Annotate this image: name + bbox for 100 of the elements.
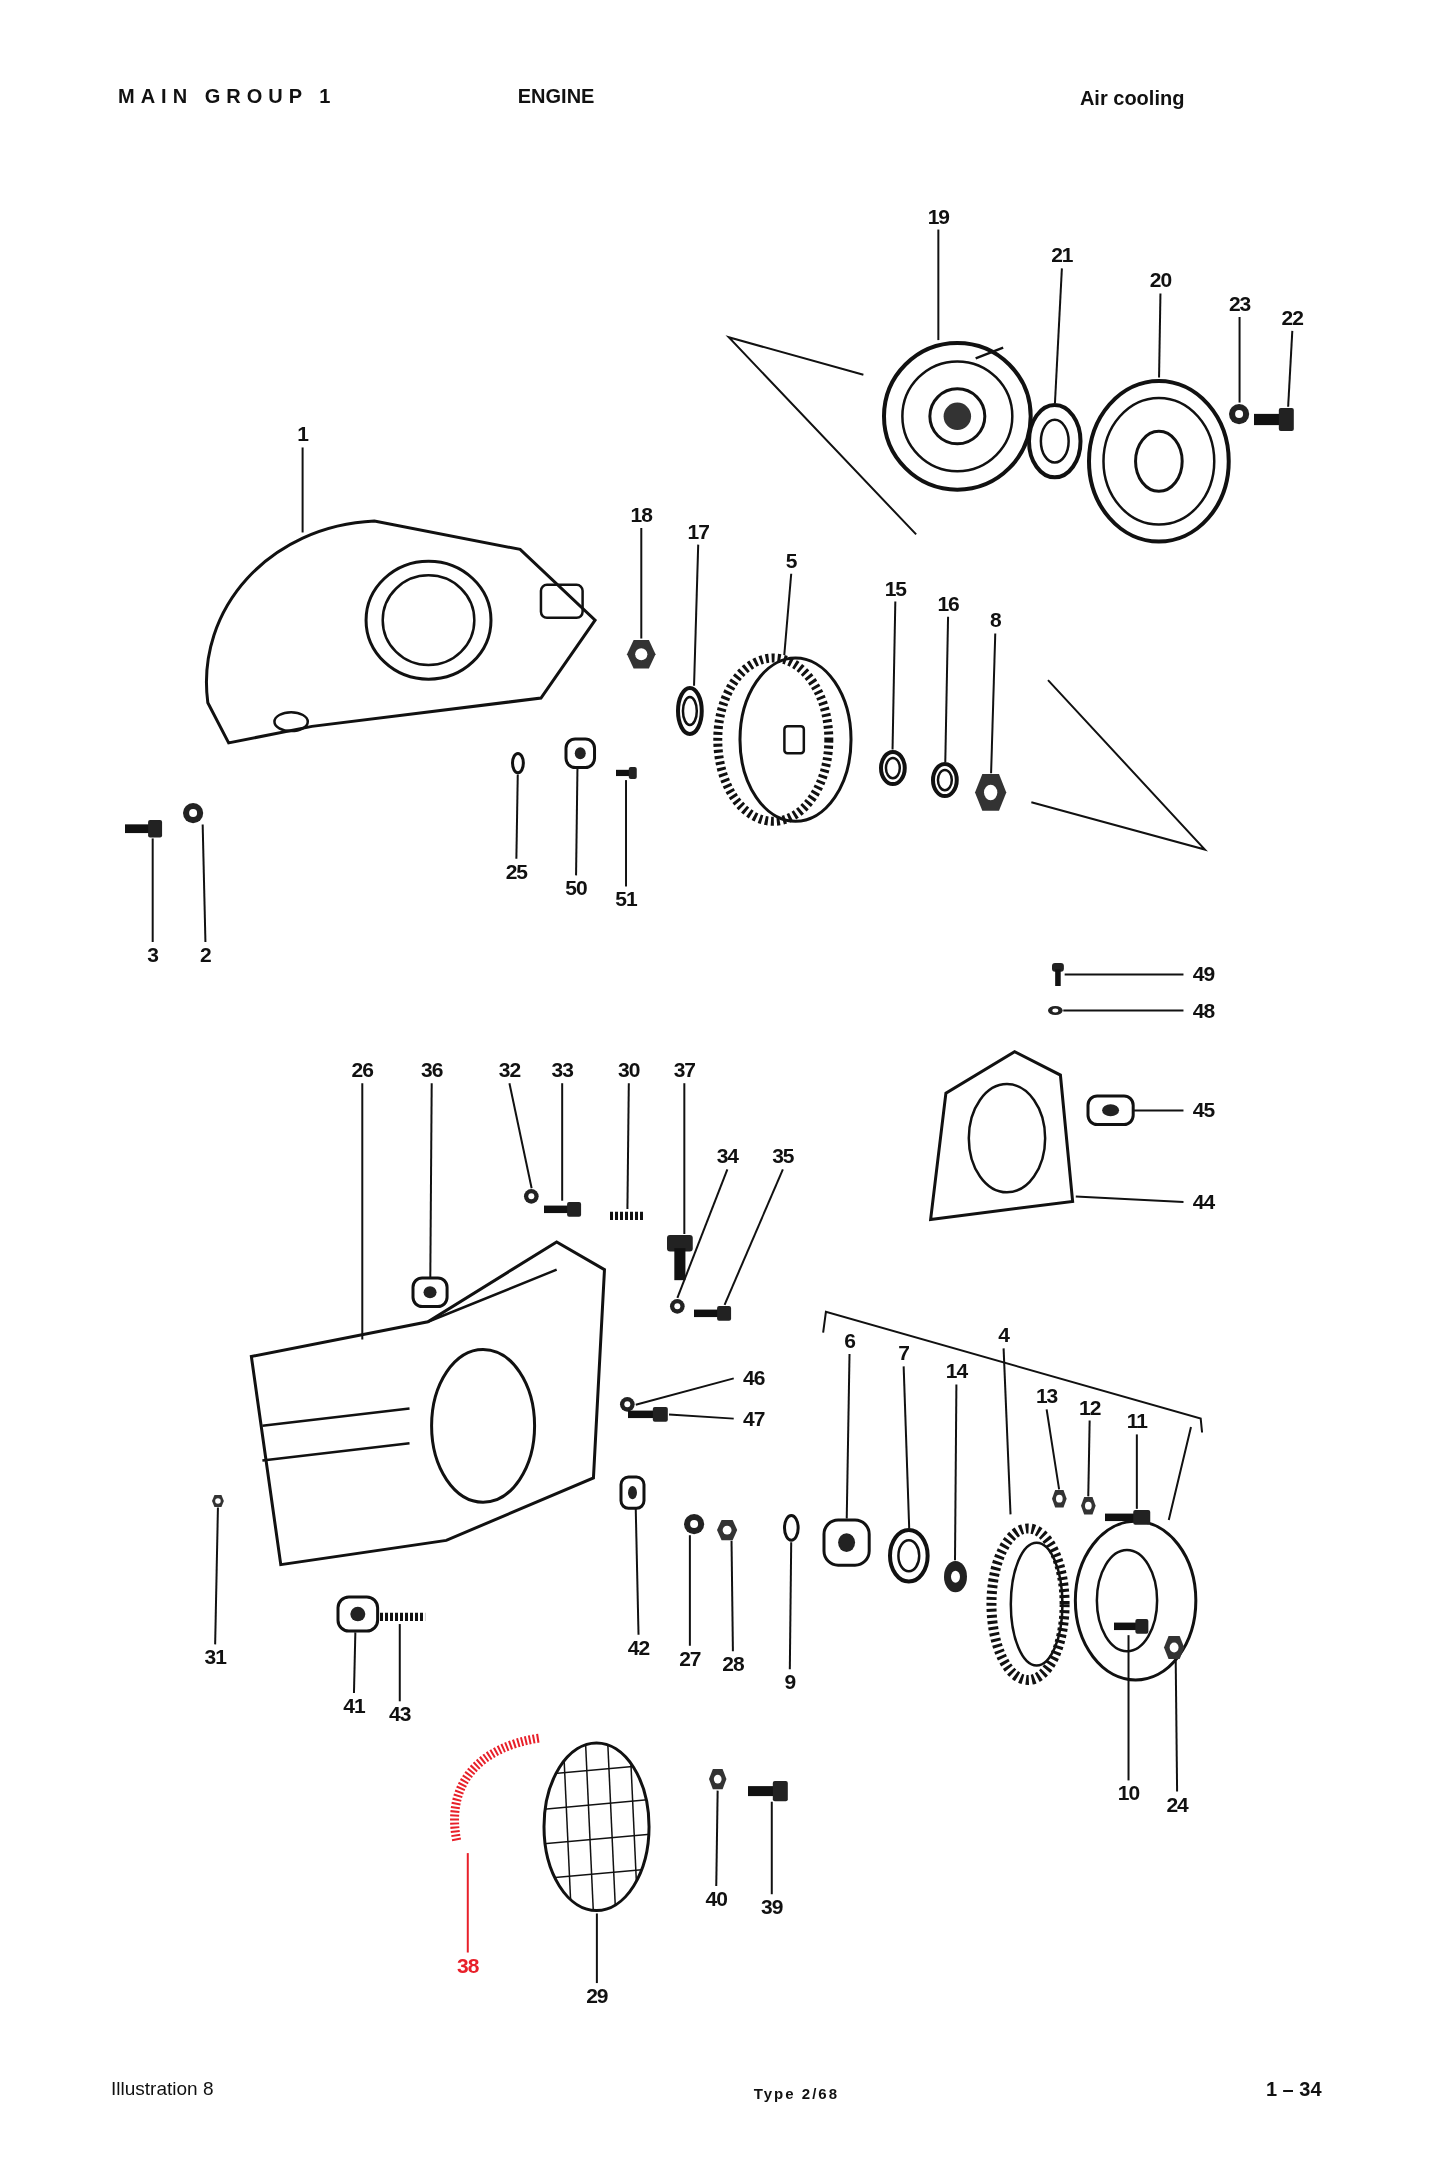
footer-text: Type 2/68 — [753, 2084, 839, 2102]
leader-line — [1174, 1659, 1179, 1793]
callout-number: 35 — [762, 1143, 803, 1170]
leader-line — [466, 1852, 469, 1954]
callout-number: 14 — [936, 1358, 977, 1385]
leader-line — [891, 600, 897, 751]
leader-line — [561, 1082, 564, 1202]
callout-number: 39 — [751, 1894, 792, 1921]
callout-number: 21 — [1041, 242, 1082, 269]
callout-number: 15 — [875, 575, 916, 602]
leader-line — [625, 779, 628, 888]
page-number: 1 – 34 — [1265, 2077, 1322, 2101]
callout-number: 4 — [983, 1322, 1024, 1349]
leader-line — [151, 837, 154, 943]
callout-number: 1 — [282, 421, 323, 448]
callout-number: 28 — [712, 1651, 753, 1678]
leader-line — [1238, 316, 1241, 404]
callout-number: 31 — [195, 1644, 236, 1671]
leader-line — [693, 543, 700, 687]
callout-number: 27 — [669, 1645, 710, 1672]
leader-line — [1287, 329, 1294, 408]
callout-number: 19 — [918, 203, 959, 230]
leader-line — [845, 1352, 851, 1520]
callout-number: 38 — [447, 1952, 488, 1979]
leader-line — [688, 1534, 691, 1647]
header-text: Air cooling — [1079, 87, 1185, 111]
callout-number: 6 — [829, 1327, 870, 1354]
callout-number: 8 — [975, 607, 1016, 634]
leader-line — [301, 446, 304, 534]
leader-line — [668, 1413, 735, 1420]
callout-number: 33 — [542, 1057, 583, 1084]
leader-line — [1133, 1109, 1185, 1112]
leader-line — [902, 1365, 911, 1530]
callout-number: 45 — [1183, 1097, 1224, 1124]
header-text: MAIN GROUP 1 — [118, 84, 337, 108]
callout-number: 51 — [606, 886, 646, 913]
callout-number: 7 — [883, 1340, 924, 1367]
leader-line — [515, 773, 519, 860]
callout-number: 9 — [769, 1669, 810, 1696]
callout-number: 40 — [696, 1885, 737, 1912]
callout-number: 44 — [1183, 1189, 1224, 1216]
leader-line — [595, 1912, 598, 1985]
callout-number: 18 — [621, 501, 662, 528]
leader-line — [990, 632, 997, 775]
leader-line — [640, 527, 643, 640]
leader-line — [634, 1377, 735, 1406]
footer-text: Illustration 8 — [111, 2077, 214, 2100]
callout-number: 11 — [1116, 1408, 1157, 1435]
leader-line — [1053, 267, 1063, 405]
leader-line — [730, 1539, 734, 1653]
callout-number: 13 — [1026, 1383, 1067, 1410]
callout-number: 23 — [1219, 291, 1260, 317]
header-text: ENGINE — [517, 84, 595, 108]
callout-number: 36 — [411, 1057, 452, 1084]
leader-line — [1063, 973, 1185, 976]
leader-line — [1062, 1009, 1185, 1012]
callout-number: 50 — [556, 875, 597, 902]
leader-line — [937, 228, 940, 342]
leader-line — [1158, 292, 1162, 379]
leader-line — [398, 1623, 401, 1703]
callout-number: 22 — [1272, 304, 1313, 331]
callout-number: 47 — [733, 1405, 774, 1432]
callout-number: 16 — [928, 590, 969, 617]
leader-line — [201, 823, 207, 943]
callout-number: 49 — [1183, 961, 1224, 988]
leader-line — [788, 1541, 793, 1671]
callout-number: 29 — [576, 1983, 617, 2010]
leader-line — [361, 1082, 364, 1341]
callout-number: 12 — [1069, 1394, 1110, 1421]
leader-line — [634, 1507, 640, 1636]
leader-line — [1087, 1419, 1091, 1498]
leader-line — [770, 1800, 773, 1896]
leader-line — [1135, 1433, 1138, 1510]
leader-line — [429, 1082, 433, 1279]
callout-number: 48 — [1183, 997, 1224, 1024]
callout-number: 17 — [678, 518, 719, 545]
callout-number: 3 — [132, 942, 173, 968]
callout-number: 41 — [333, 1692, 374, 1719]
leader-line — [1074, 1195, 1185, 1204]
leader-line — [676, 1168, 729, 1299]
callout-number: 46 — [733, 1365, 774, 1392]
callout-number: 5 — [771, 547, 812, 574]
leader-line — [214, 1506, 219, 1646]
callout-number: 37 — [664, 1057, 705, 1084]
leader-line — [954, 1383, 958, 1562]
callout-number: 2 — [185, 942, 226, 968]
callout-number: 42 — [618, 1634, 659, 1661]
callout-number: 32 — [489, 1057, 530, 1084]
callout-number: 26 — [342, 1057, 383, 1084]
leader-line — [944, 615, 950, 764]
callout-number: 30 — [608, 1057, 649, 1084]
leader-line — [626, 1082, 630, 1210]
leader-line — [715, 1789, 719, 1887]
callout-number: 20 — [1140, 267, 1181, 294]
leader-line — [575, 768, 579, 877]
leader-line — [723, 1168, 784, 1306]
callout-number: 24 — [1157, 1791, 1198, 1818]
leader-line — [683, 1082, 686, 1235]
callout-number: 10 — [1108, 1780, 1149, 1807]
leader-line — [1127, 1634, 1130, 1782]
